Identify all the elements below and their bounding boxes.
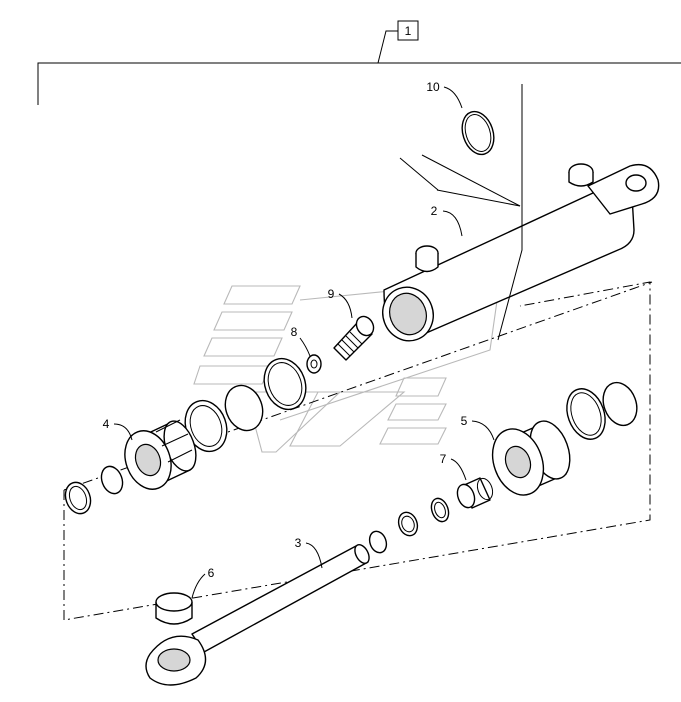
callout-label-4: 4 <box>103 417 110 431</box>
callout-label-7: 7 <box>440 452 447 466</box>
callout-2: 2 <box>431 204 463 237</box>
callout-7: 7 <box>440 452 467 481</box>
rod-eye-bushing <box>155 592 193 625</box>
valve-washer <box>306 354 322 374</box>
callout-6: 6 <box>191 566 215 599</box>
callout-5: 5 <box>461 414 495 441</box>
callout-9: 9 <box>328 287 353 319</box>
piston-seals <box>184 357 307 453</box>
gland-bushing <box>456 477 494 509</box>
callout-4: 4 <box>103 417 133 441</box>
assembly-label: 1 <box>405 24 412 38</box>
callout-8: 8 <box>291 325 311 357</box>
callout-label-9: 9 <box>328 287 335 301</box>
rod-seals-left <box>64 465 124 515</box>
callout-label-10: 10 <box>426 80 440 94</box>
piston-rod <box>145 544 370 686</box>
callout-label-6: 6 <box>208 566 215 580</box>
callout-3: 3 <box>295 536 323 569</box>
callout-label-5: 5 <box>461 414 468 428</box>
assembly-bracket: 1 <box>37 20 681 105</box>
piston <box>124 419 197 490</box>
bleed-valve <box>333 315 375 361</box>
callout-label-3: 3 <box>295 536 302 550</box>
gland-seals <box>566 381 638 440</box>
cylinder-barrel <box>382 84 660 342</box>
callout-10: 10 <box>426 80 463 109</box>
rod-seals-center <box>368 497 450 554</box>
callout-label-8: 8 <box>291 325 298 339</box>
gland <box>491 420 571 496</box>
callout-label-2: 2 <box>431 204 438 218</box>
